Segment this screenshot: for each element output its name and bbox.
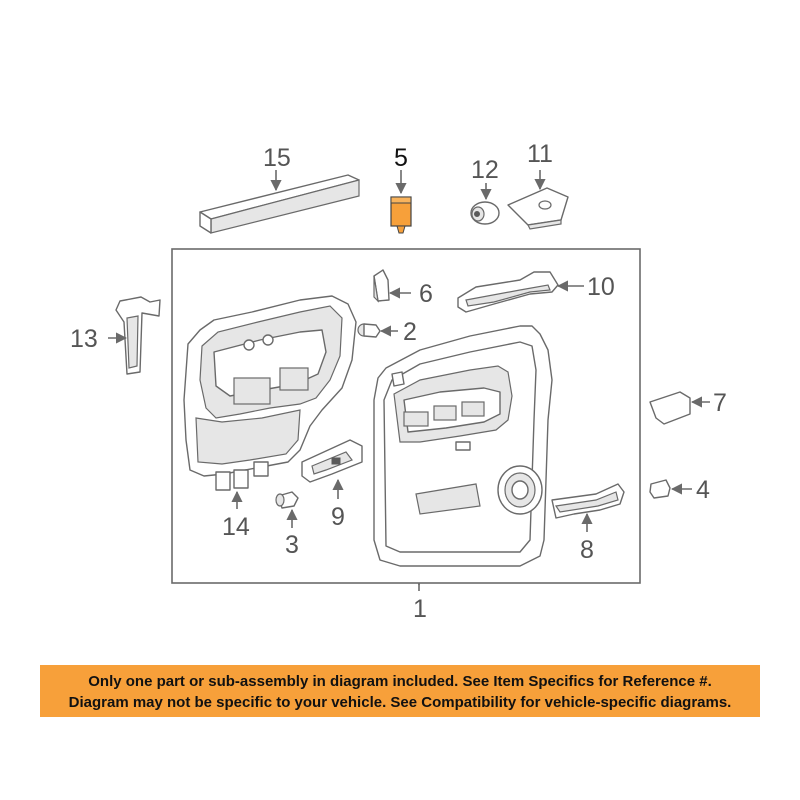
callout-12: 12 xyxy=(471,156,499,184)
disclaimer-line-2: Diagram may not be specific to your vehi… xyxy=(68,694,732,711)
part-7-trim-cover xyxy=(649,391,691,425)
callout-6: 6 xyxy=(419,280,433,308)
disclaimer-line-1: Only one part or sub-assembly in diagram… xyxy=(88,673,712,690)
callout-1: 1 xyxy=(413,595,427,623)
part-3-fastener xyxy=(275,491,299,509)
part-10-pull-handle xyxy=(457,271,559,313)
part-13-bracket xyxy=(115,296,161,375)
part-15-trim-strip xyxy=(199,174,360,234)
callout-14: 14 xyxy=(222,513,250,541)
part-11-bezel xyxy=(507,187,569,230)
part-12-knob xyxy=(470,201,500,225)
part-2-fastener xyxy=(357,323,381,338)
callout-11: 11 xyxy=(527,140,553,168)
callout-2: 2 xyxy=(403,318,417,346)
leader-lines xyxy=(108,170,710,591)
disclaimer-banner: Only one part or sub-assembly in diagram… xyxy=(40,665,760,717)
part-5-clip xyxy=(390,196,412,234)
part-9-switch-bezel xyxy=(301,439,363,483)
callout-13: 13 xyxy=(70,325,98,353)
callout-8: 8 xyxy=(580,536,594,564)
callout-4: 4 xyxy=(696,476,710,504)
callout-7: 7 xyxy=(713,389,727,417)
part-6-clip xyxy=(373,269,390,303)
assembly-frame xyxy=(171,248,641,584)
callout-15: 15 xyxy=(263,144,291,172)
part-1-door-trim-panel xyxy=(373,325,553,567)
callout-10: 10 xyxy=(587,273,615,301)
part-4-plug xyxy=(649,479,671,499)
callout-9: 9 xyxy=(331,503,345,531)
part-8-armrest xyxy=(551,483,625,519)
callout-3: 3 xyxy=(285,531,299,559)
callout-5: 5 xyxy=(394,144,408,172)
part-14-carrier-panel xyxy=(183,295,357,491)
